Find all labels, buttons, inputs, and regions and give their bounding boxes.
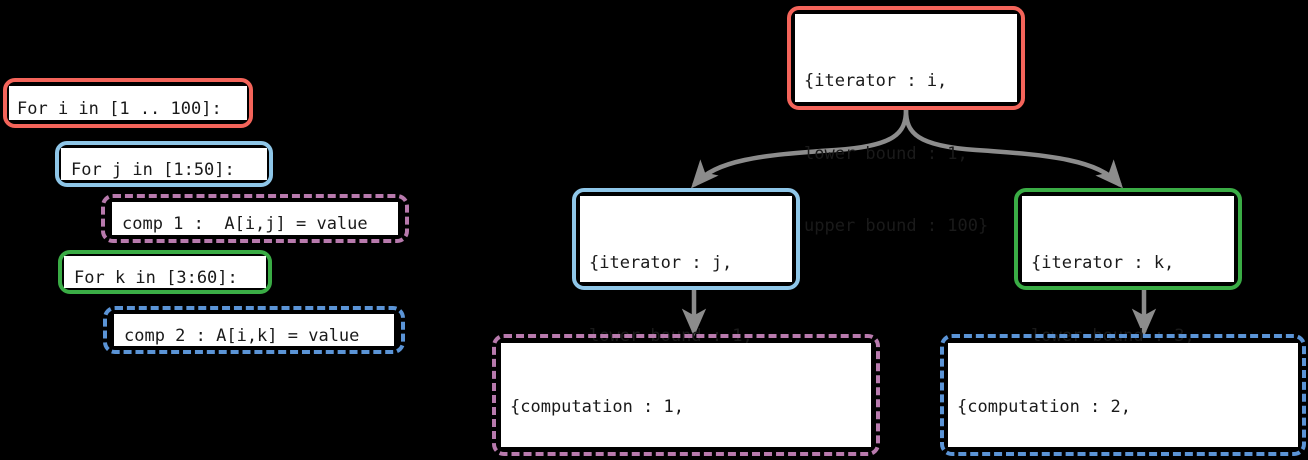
- code-line-loop-j[interactable]: For j in [1:50]:: [55, 141, 273, 187]
- code-line-comp-1[interactable]: comp 1 : A[i,j] = value: [101, 194, 409, 243]
- code-line-comp-2[interactable]: comp 2 : A[i,k] = value: [103, 306, 405, 354]
- tree-node-iterator-i-body: {iterator : i, lower bound : 1, upper bo…: [795, 14, 1017, 236]
- code-line-loop-i-text: For i in [1 .. 100]:: [9, 86, 247, 120]
- code-line-loop-k-text: For k in [3:60]:: [64, 256, 266, 288]
- tree-node-computation-2[interactable]: {computation : 2, Read and write access …: [940, 334, 1306, 456]
- tree-node-iterator-i-line-2: lower bound : 1,: [804, 143, 968, 164]
- tree-node-iterator-k-line-1: {iterator : k,: [1031, 253, 1175, 274]
- tree-node-iterator-k-body: {iterator : k, lower bound : 3, upper bo…: [1022, 196, 1234, 418]
- tree-node-iterator-k[interactable]: {iterator : k, lower bound : 3, upper bo…: [1014, 188, 1242, 418]
- tree-node-computation-2-line-1: {computation : 2,: [957, 396, 1131, 417]
- code-line-comp-2-text: comp 2 : A[i,k] = value: [114, 314, 394, 346]
- tree-node-computation-1-body: {computation : 1, Read and write access …: [501, 343, 871, 447]
- code-line-loop-j-text: For j in [1:50]:: [61, 148, 267, 180]
- tree-node-computation-2-body: {computation : 2, Read and write access …: [948, 343, 1298, 447]
- code-line-loop-i[interactable]: For i in [1 .. 100]:: [3, 78, 253, 128]
- code-line-loop-k[interactable]: For k in [3:60]:: [58, 250, 272, 294]
- tree-node-iterator-i-line-3: upper bound : 100}: [804, 216, 989, 236]
- tree-node-iterator-i[interactable]: {iterator : i, lower bound : 1, upper bo…: [787, 6, 1025, 236]
- tree-node-iterator-j-line-1: {iterator : j,: [589, 253, 733, 274]
- tree-node-computation-1-line-1: {computation : 1,: [510, 396, 684, 417]
- tree-node-iterator-i-line-1: {iterator : i,: [804, 71, 948, 92]
- tree-node-iterator-j-body: {iterator : j, lower bound : 1, upper bo…: [580, 196, 792, 418]
- tree-node-iterator-j[interactable]: {iterator : j, lower bound : 1, upper bo…: [572, 188, 800, 418]
- code-line-comp-1-text: comp 1 : A[i,j] = value: [112, 202, 398, 235]
- tree-node-computation-1[interactable]: {computation : 1, Read and write access …: [492, 334, 880, 456]
